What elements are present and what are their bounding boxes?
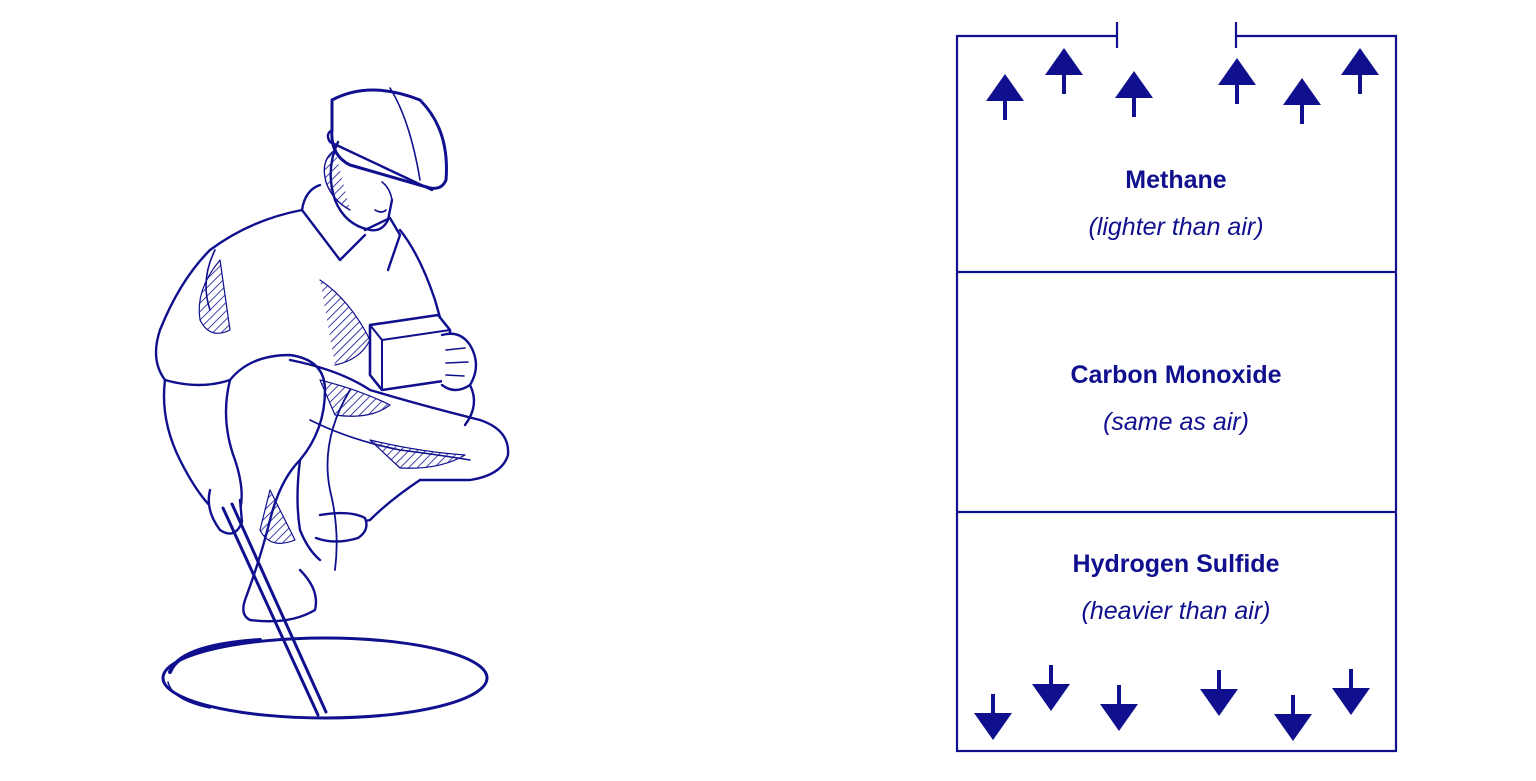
down-arrow-icon-6: [1332, 669, 1370, 715]
up-arrow-icon-3: [1115, 71, 1153, 117]
gas-name-carbon-monoxide: Carbon Monoxide: [1070, 361, 1281, 389]
down-arrow-icon-2: [1032, 665, 1070, 711]
layer-carbon-monoxide: Carbon Monoxide (same as air): [1070, 361, 1281, 436]
gas-note-hydrogen-sulfide: (heavier than air): [1082, 597, 1271, 625]
up-arrow-icon-5: [1283, 78, 1321, 124]
gas-note-methane: (lighter than air): [1088, 213, 1263, 241]
up-arrow-icon-4: [1218, 58, 1256, 104]
gas-note-carbon-monoxide: (same as air): [1103, 408, 1249, 436]
gas-name-methane: Methane: [1125, 166, 1227, 194]
down-arrow-icon-3: [1100, 685, 1138, 731]
layer-methane: Methane (lighter than air): [1088, 166, 1263, 241]
down-arrow-icon-4: [1200, 670, 1238, 716]
up-arrow-icon-6: [1341, 48, 1379, 94]
sampling-probe: [221, 502, 328, 717]
gas-name-hydrogen-sulfide: Hydrogen Sulfide: [1073, 550, 1280, 578]
down-arrow-icon-1: [974, 694, 1012, 740]
worker-illustration: [154, 87, 510, 720]
hard-hat-icon: [326, 87, 448, 192]
up-arrow-icon-2: [1045, 48, 1083, 94]
up-arrow-icon-1: [986, 74, 1024, 120]
layer-hydrogen-sulfide: Hydrogen Sulfide (heavier than air): [1073, 550, 1280, 625]
down-arrow-icon-5: [1274, 695, 1312, 741]
container-outline: [955, 22, 1398, 753]
sinking-arrows: [974, 665, 1370, 741]
rising-arrows: [986, 48, 1379, 124]
manhole-opening: [161, 636, 489, 720]
